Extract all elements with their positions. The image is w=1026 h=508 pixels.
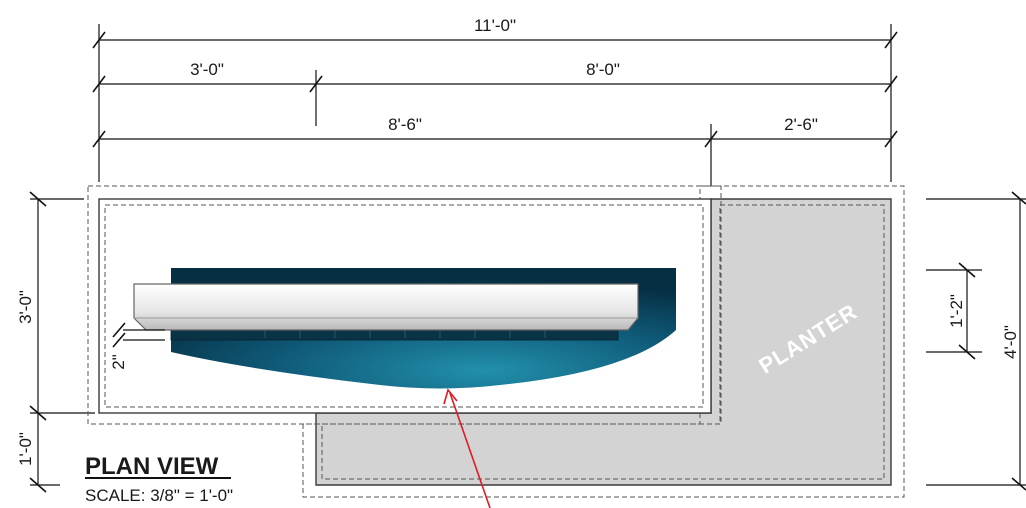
feature-length-label: 8'-6" bbox=[388, 115, 422, 134]
dimension-small-gap: 2" bbox=[109, 322, 165, 370]
overall-width-label: 11'-0" bbox=[474, 16, 516, 35]
small-gap-label: 2" bbox=[109, 354, 128, 370]
spillway-bar bbox=[133, 283, 639, 331]
leader-arrow bbox=[443, 388, 491, 508]
dimension-left-depths: 3'-0" 1'-0" bbox=[16, 191, 95, 493]
left-segment-label: 3'-0" bbox=[190, 60, 224, 79]
dimension-feature-length: 8'-6" 2'-6" bbox=[92, 115, 898, 186]
inner-offset-label: 1'-2" bbox=[947, 294, 966, 328]
dimension-overall-width: 11'-0" bbox=[92, 16, 898, 182]
lower-depth-label: 1'-0" bbox=[16, 432, 35, 466]
plan-view-title: PLAN VIEW bbox=[85, 453, 219, 480]
overall-depth-label: 4'-0" bbox=[1001, 325, 1020, 359]
title-block: PLAN VIEW SCALE: 3/8" = 1'-0" bbox=[85, 453, 233, 505]
channel-segments bbox=[264, 330, 546, 338]
upper-depth-label: 3'-0" bbox=[16, 290, 35, 324]
dimension-segments: 3'-0" 8'-0" bbox=[92, 60, 898, 126]
planter-width-label: 2'-6" bbox=[784, 115, 818, 134]
scale-note: SCALE: 3/8" = 1'-0" bbox=[85, 486, 233, 505]
spout-channel bbox=[170, 328, 619, 341]
dimension-right-depths: 4'-0" 1'-2" bbox=[926, 191, 1026, 491]
right-segment-label: 8'-0" bbox=[586, 60, 620, 79]
